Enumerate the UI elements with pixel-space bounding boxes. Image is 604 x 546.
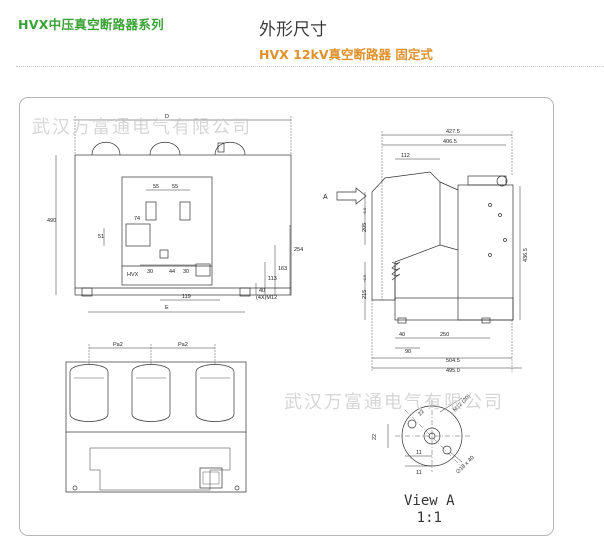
side-dim-215: 215 — [362, 290, 368, 299]
bottom-dim-pa-right: Pa2 — [178, 342, 188, 348]
front-dim-163: 163 — [278, 266, 287, 272]
bottom-pole-outline — [65, 361, 247, 433]
side-dim-112: 112 — [401, 153, 410, 159]
front-view — [55, 116, 292, 313]
bottom-pole-3 — [195, 364, 235, 422]
front-foot-left — [81, 287, 93, 297]
side-foot-left — [397, 317, 407, 324]
front-indicator — [125, 223, 151, 247]
front-control-panel — [121, 176, 213, 286]
front-counter — [195, 263, 211, 277]
side-pole-outline — [371, 171, 441, 301]
front-insulator-1 — [91, 141, 121, 156]
front-dim-119: 119 — [182, 294, 191, 300]
drawing-frame — [19, 97, 554, 536]
front-bolt-note: (4X)M12 — [256, 295, 277, 301]
side-tol-205: +0.5 — [363, 208, 367, 215]
front-dim-55b: 55 — [172, 184, 178, 190]
front-view-labels: D E 55 55 74 51 30 44 30 254 163 113 40 … — [47, 114, 303, 311]
front-dim-30a: 30 — [147, 269, 153, 275]
side-dim-427-5: 427.5 — [446, 129, 460, 135]
front-dim-51: 51 — [98, 234, 104, 240]
side-view-labels: 427.5 406.5 112 A 205 +0.5 215 +0.5 436.… — [323, 129, 529, 374]
side-dim-436-5: 436.5 — [523, 248, 529, 262]
view-a-note-hole: ∅18 x 40 — [454, 454, 475, 475]
view-a-dim-11b: 11 — [416, 470, 422, 476]
leader-m12 — [439, 397, 463, 413]
bottom-pole-2 — [131, 364, 171, 422]
view-a-bolt-hole-1 — [407, 419, 417, 429]
side-spring — [391, 261, 401, 281]
view-a-dim-11a: 11 — [416, 450, 422, 456]
header-divider — [16, 66, 604, 68]
bottom-view-labels: Pa2 Pa2 — [113, 342, 188, 348]
side-mechanism-box — [457, 184, 514, 321]
page-header: HVX中压真空断路器系列 外形尺寸 HVX 12kV真空断路器 固定式 — [0, 0, 604, 90]
front-dim-55a: 55 — [153, 184, 159, 190]
front-dim-D: D — [165, 114, 169, 120]
front-insulator-2 — [149, 141, 181, 156]
front-dim-E: E — [165, 305, 169, 311]
side-top-cap — [467, 175, 507, 186]
view-a-bolt-hole-2 — [442, 445, 452, 455]
side-dim-40: 40 — [399, 332, 405, 338]
front-dim-30b: 30 — [183, 269, 189, 275]
leader-hole — [449, 451, 463, 463]
front-dim-74: 74 — [134, 216, 140, 222]
front-crank-hole — [159, 249, 169, 259]
front-button-left — [145, 201, 157, 221]
product-subtitle: HVX 12kV真空断路器 固定式 — [259, 47, 433, 62]
side-dim-205: 205 — [362, 223, 368, 232]
side-tol-215: +0.5 — [363, 275, 367, 282]
front-dim-490: 490 — [47, 218, 56, 224]
bottom-handle-box — [199, 467, 223, 489]
side-dim-495: 495.0 — [446, 368, 460, 374]
view-a-caption: View A 1:1 — [404, 493, 455, 527]
front-dim-254: 254 — [294, 247, 303, 253]
series-title: HVX中压真空断路器系列 — [18, 17, 164, 32]
view-a-caption-title: View A — [404, 493, 455, 509]
bottom-view — [65, 344, 247, 493]
front-nameplate: HVX — [127, 272, 139, 278]
front-button-right — [179, 201, 191, 221]
side-dim-250: 250 — [440, 332, 449, 338]
bottom-pole-1 — [69, 364, 109, 422]
side-arrow-label: A — [323, 194, 328, 201]
bottom-dim-pa-left: Pa2 — [113, 342, 123, 348]
view-a-dim-22b: 22 — [417, 409, 426, 418]
view-a-caption-scale: 1:1 — [416, 510, 442, 526]
front-dim-44: 44 — [169, 269, 175, 275]
bottom-frame — [65, 432, 247, 493]
front-dim-113: 113 — [268, 276, 277, 282]
side-dim-504-5: 504.5 — [446, 358, 460, 364]
side-dim-406-5: 406.5 — [443, 139, 457, 145]
page-title: 外形尺寸 — [259, 20, 327, 40]
front-small-block — [217, 142, 225, 153]
view-a-arrow-icon — [336, 187, 367, 205]
view-a-detail — [387, 397, 470, 472]
front-foot-right — [239, 287, 251, 297]
side-foot-right — [481, 317, 491, 324]
side-base-plate — [394, 297, 514, 321]
side-dim-90: 90 — [405, 349, 411, 355]
watermark-bottom: 武汉万富通电气有限公司 — [284, 392, 504, 413]
side-top-knob — [496, 175, 508, 187]
side-view — [336, 131, 522, 372]
front-dim-40: 40 — [259, 288, 265, 294]
front-body-outline — [74, 154, 292, 296]
watermark-top: 武汉万富通电气有限公司 — [32, 117, 252, 138]
view-a-dim-22: 22 — [372, 434, 378, 440]
front-insulator-3 — [214, 141, 246, 156]
